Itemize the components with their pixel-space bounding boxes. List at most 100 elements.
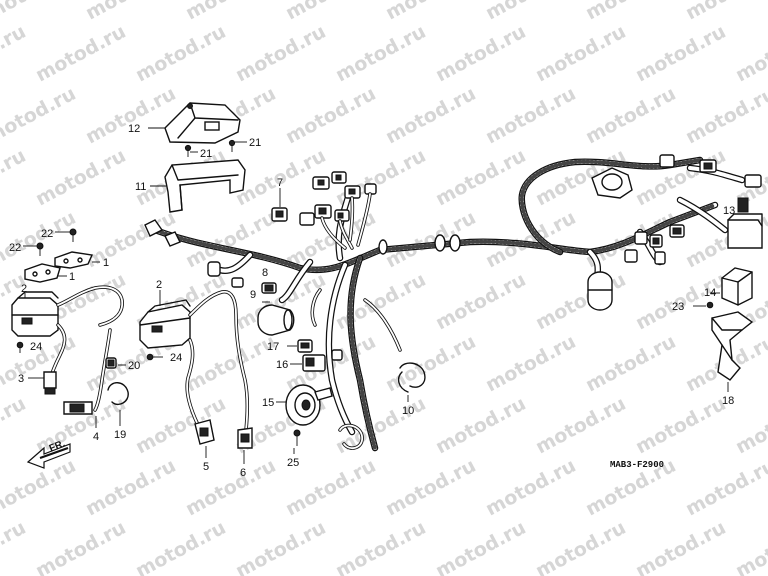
- callout-c24a: 24: [30, 341, 42, 353]
- watermark-text: motod.ru: [32, 145, 129, 211]
- callout-c2a: 2: [21, 283, 27, 295]
- watermark-text: motod.ru: [0, 393, 29, 459]
- part-4-plug-cap-lower: [63, 328, 112, 428]
- watermark-text: motod.ru: [0, 0, 79, 24]
- main-wire-harness: [146, 156, 746, 452]
- callout-c22a: 22: [41, 228, 53, 240]
- part-18-bracket: [711, 311, 754, 392]
- watermark-text: motod.ru: [432, 145, 529, 211]
- watermark-text: motod.ru: [132, 393, 229, 459]
- callout-c6: 6: [240, 467, 246, 479]
- watermark-text: motod.ru: [132, 21, 229, 87]
- part-7-connector: [271, 188, 288, 222]
- watermark-text: motod.ru: [482, 0, 579, 24]
- watermark-text: motod.ru: [732, 517, 768, 576]
- front-direction-arrow: [26, 443, 71, 469]
- part-5-plug-cap: [194, 419, 215, 458]
- callout-c4: 4: [93, 431, 99, 443]
- watermark-text: motod.ru: [82, 83, 179, 149]
- watermark-text: motod.ru: [0, 145, 29, 211]
- watermark-text: motod.ru: [32, 21, 129, 87]
- watermark-text: motod.ru: [82, 0, 179, 24]
- watermark-text: motod.ru: [0, 83, 79, 149]
- watermark-text: motod.ru: [82, 455, 179, 521]
- callout-labels: 12 21 21 11 7 22 22 1 1 2 2 24 24 3 20 4…: [9, 123, 735, 479]
- watermark-text: motod.ru: [632, 21, 729, 87]
- watermark-text: motod.ru: [0, 21, 29, 87]
- part-15-horn: [276, 384, 333, 426]
- part-10-clamp: [397, 362, 426, 402]
- watermark-text: motod.ru: [32, 517, 129, 576]
- watermark-text: motod.ru: [0, 517, 29, 576]
- watermark-text: motod.ru: [232, 517, 329, 576]
- watermark-text: motod.ru: [582, 331, 679, 397]
- callout-c18: 18: [722, 395, 734, 407]
- watermark-text: motod.ru: [332, 21, 429, 87]
- part-1-bracket-lower: [24, 263, 67, 283]
- callout-c25: 25: [287, 457, 299, 469]
- watermark-text: motod.ru: [682, 83, 768, 149]
- callout-c1a: 1: [103, 257, 109, 269]
- part-11-bracket: [150, 159, 246, 213]
- watermark-text: motod.ru: [632, 393, 729, 459]
- callout-c22b: 22: [9, 242, 21, 254]
- watermark-text: motod.ru: [532, 269, 629, 335]
- part-22-bolts: [23, 228, 77, 256]
- part-21-screws: [184, 139, 247, 157]
- callout-c14: 14: [704, 287, 716, 299]
- part-8-connector: [261, 282, 277, 294]
- watermark-text: motod.ru: [382, 83, 479, 149]
- watermark-text: motod.ru: [182, 331, 279, 397]
- callout-c16: 16: [276, 359, 288, 371]
- callout-c11: 11: [135, 181, 146, 193]
- part-6-plug-cap: [237, 427, 253, 464]
- watermark-text: motod.ru: [582, 83, 679, 149]
- part-17-relay: [287, 339, 313, 353]
- watermark-text: motod.ru: [482, 83, 579, 149]
- starter-relay-top: [591, 167, 633, 199]
- watermark-text: motod.ru: [582, 0, 679, 24]
- watermark-text: motod.ru: [632, 517, 729, 576]
- callout-c12: 12: [128, 123, 140, 135]
- callout-c21b: 21: [249, 137, 261, 149]
- watermark-text: motod.ru: [532, 393, 629, 459]
- callout-c2b: 2: [156, 279, 162, 291]
- part-2-ignition-coil-right: [139, 290, 250, 432]
- watermark-text: motod.ru: [132, 517, 229, 576]
- part-24-screw-right: [146, 353, 163, 361]
- part-2-ignition-coil-left: [11, 285, 124, 382]
- watermark-text: motod.ru: [182, 455, 279, 521]
- callout-c24b: 24: [170, 352, 182, 364]
- watermark-text: motod.ru: [332, 517, 429, 576]
- part-19-clamp: [107, 382, 129, 426]
- watermark-text: motod.ru: [232, 21, 329, 87]
- watermark-text: motod.ru: [382, 0, 479, 24]
- callout-c23: 23: [672, 301, 684, 313]
- callout-c1b: 1: [69, 271, 75, 283]
- part-20-clip: [105, 357, 126, 369]
- watermark-text: motod.ru: [532, 21, 629, 87]
- callout-c21a: 21: [200, 148, 212, 160]
- harness-loop-bottom: [338, 423, 364, 450]
- connector-cluster-right: [624, 154, 762, 265]
- watermark-text: motod.ru: [432, 269, 529, 335]
- speed-sensor-plug: [587, 271, 613, 311]
- connector-cluster-top: [299, 171, 377, 250]
- watermark-text: motod.ru: [482, 331, 579, 397]
- callout-c7: 7: [277, 177, 283, 189]
- watermark-text: motod.ru: [282, 83, 379, 149]
- part-23-bolt: [693, 301, 714, 309]
- watermark-text: motod.ru: [332, 269, 429, 335]
- callout-c5: 5: [203, 461, 209, 473]
- watermark-text: motod.ru: [382, 455, 479, 521]
- diagram-code: MAB3-F2900: [610, 460, 664, 470]
- watermark-text: motod.ru: [432, 517, 529, 576]
- part-13-relay-box: [727, 197, 763, 249]
- callout-c10: 10: [402, 405, 414, 417]
- callout-c19: 19: [114, 429, 126, 441]
- watermark-text: motod.ru: [732, 393, 768, 459]
- part-14-relay: [710, 267, 753, 306]
